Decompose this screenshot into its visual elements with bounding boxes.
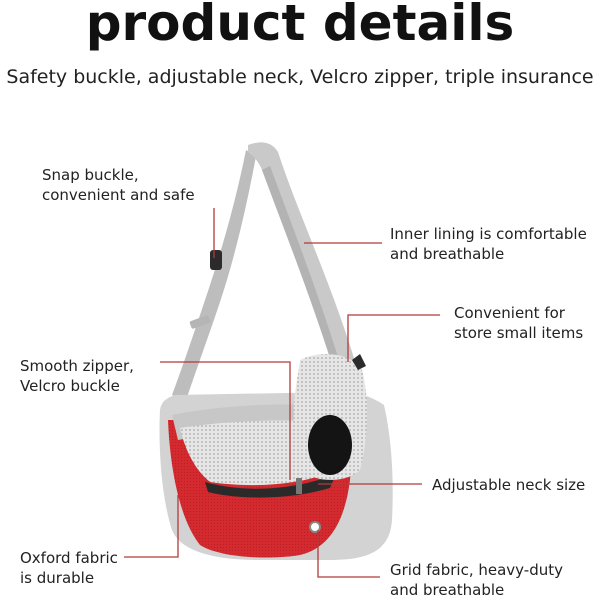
callout-line-1: Smooth zipper, [20,357,134,375]
page-subtitle: Safety buckle, adjustable neck, Velcro z… [6,66,594,88]
callout-line-2: and breathable [390,581,505,599]
callout-line-2: is durable [20,569,95,587]
callout-lines [124,208,440,578]
snap-buckle-icon [210,250,222,270]
callout-line-2: Velcro buckle [20,377,120,395]
neck-opening [293,354,368,480]
callout-line-1: Convenient for [454,304,565,322]
callout-snap-buckle: Snap buckle, convenient and safe [42,165,195,205]
callout-line-1: Inner lining is comfortable [390,225,587,243]
callout-line-1: Adjustable neck size [432,476,586,494]
shoulder-strap [172,142,366,404]
callout-oxford: Oxford fabric is durable [20,548,118,588]
callout-inner-lining: Inner lining is comfortable and breathab… [390,224,587,264]
page-title: product details [85,0,515,52]
callout-zipper: Smooth zipper, Velcro buckle [20,356,134,396]
callout-line-1: Snap buckle, [42,166,139,184]
callout-neck-size: Adjustable neck size [432,475,585,495]
callout-line-2: store small items [454,324,584,342]
callout-grid-fabric: Grid fabric, heavy-duty and breathable [390,560,563,600]
callout-store-items: Convenient for store small items [454,303,583,343]
callout-line-2: convenient and safe [42,186,195,204]
callout-line-2: and breathable [390,245,505,263]
callout-line-1: Oxford fabric [20,549,118,567]
callout-line-1: Grid fabric, heavy-duty [390,561,563,579]
